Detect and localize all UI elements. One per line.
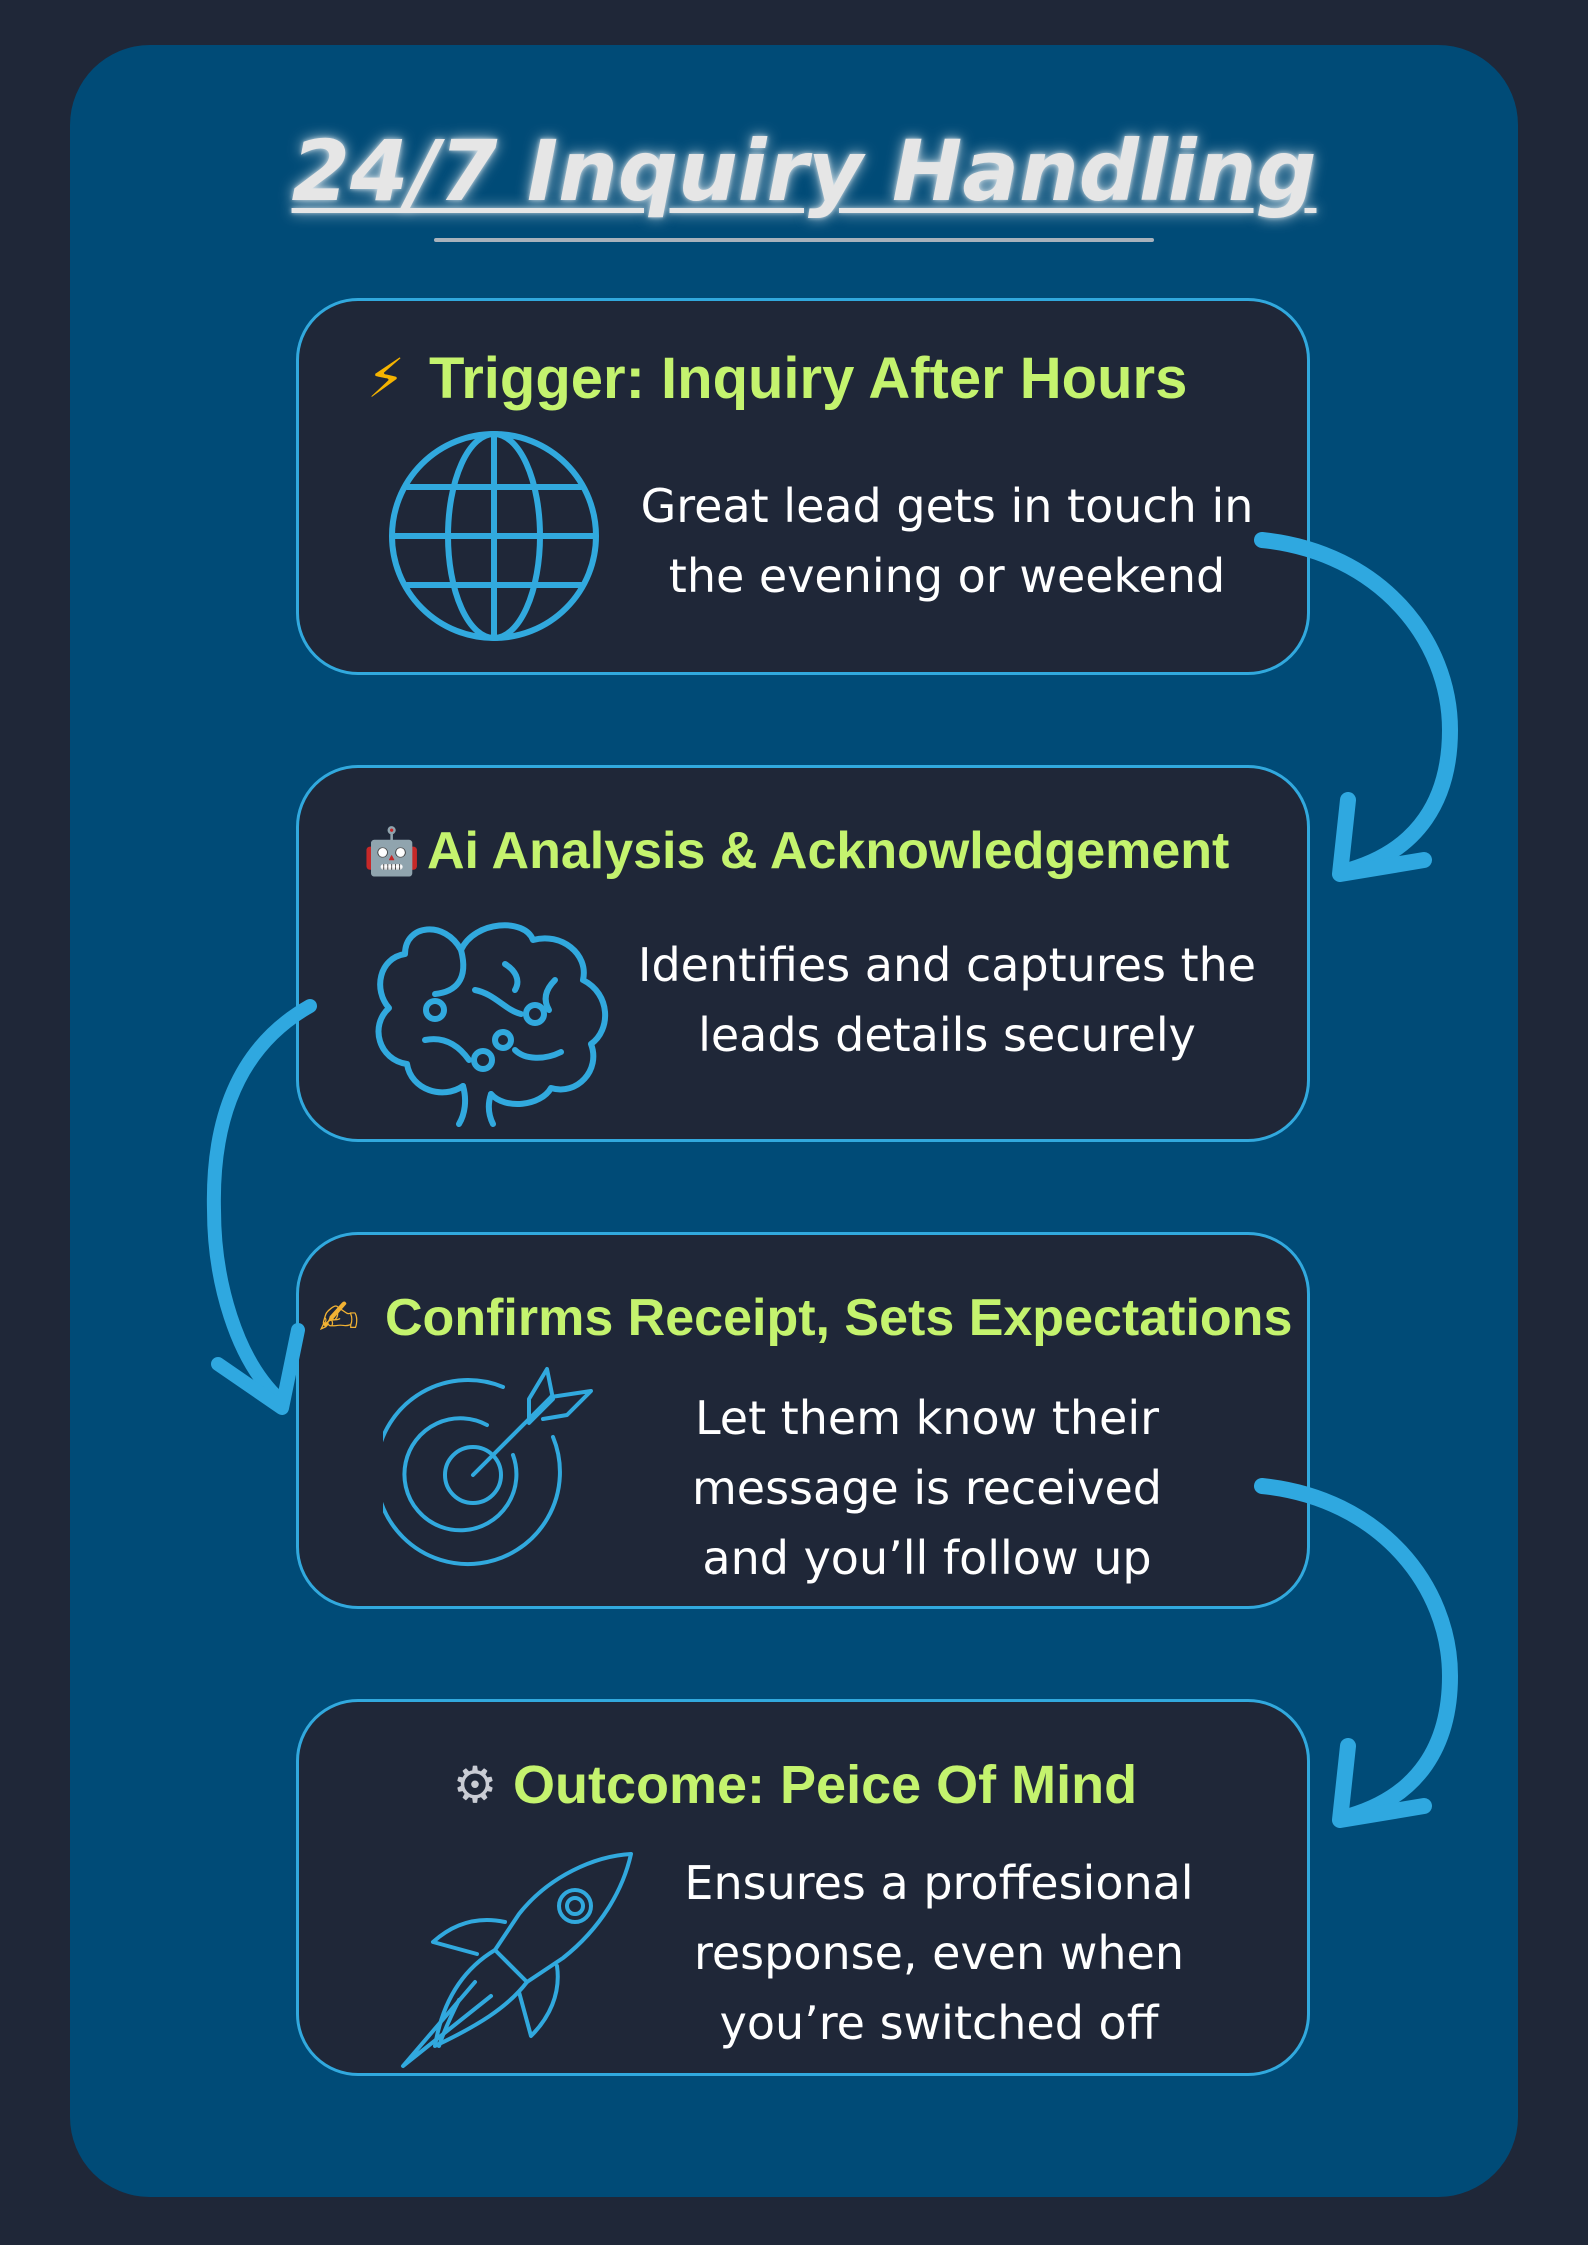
flow-arrow-1 [1254, 532, 1458, 878]
step-heading: ⚙ Outcome: Peice Of Mind [445, 1750, 1453, 1820]
step-heading: 🤖 Ai Analysis & Acknowledgement [363, 816, 1371, 886]
description-line: message is received [691, 1461, 1163, 1515]
robot-icon: 🤖 [363, 823, 421, 878]
description-line: Identifies and captures the [637, 938, 1257, 992]
step-card-trigger: ⚡ Trigger: Inquiry After Hours Great lea… [296, 298, 1310, 675]
step-card-outcome: ⚙ Outcome: Peice Of Mind Ensures a proff… [296, 1699, 1310, 2076]
description-line: the evening or weekend [668, 549, 1226, 603]
step-description: Let them know their message is received … [617, 1383, 1237, 1593]
description-line: and you’ll follow up [702, 1531, 1152, 1585]
writing-hand-icon: ✍ [318, 1290, 360, 1346]
flow-arrow-3 [1254, 1478, 1458, 1824]
description-line: response, even when [693, 1926, 1184, 1980]
step-heading: ⚡ Trigger: Inquiry After Hours [353, 343, 1361, 413]
step-heading-text: Ai Analysis & Acknowledgement [427, 822, 1230, 880]
gear-icon: ⚙ [452, 1756, 498, 1814]
step-card-confirms-receipt: ✍ Confirms Receipt, Sets Expectations Le… [296, 1232, 1310, 1609]
brain-icon [375, 922, 608, 1127]
step-heading: ✍ Confirms Receipt, Sets Expectations [307, 1283, 1315, 1353]
title-divider [434, 238, 1154, 242]
lightning-icon: ⚡ [367, 346, 405, 410]
step-heading-text: Outcome: Peice Of Mind [513, 1755, 1138, 1815]
description-line: Great lead gets in touch in [640, 479, 1254, 533]
description-line: Let them know their [694, 1391, 1160, 1445]
step-heading-text: Trigger: Inquiry After Hours [429, 345, 1188, 411]
description-line: Ensures a proffesional [684, 1856, 1194, 1910]
step-heading-text: Confirms Receipt, Sets Expectations [385, 1289, 1293, 1347]
step-description: Identifies and captures the leads detail… [617, 930, 1277, 1070]
description-line: you’re switched off [719, 1996, 1159, 2050]
target-icon [383, 1367, 593, 1567]
flow-arrow-3-head [1332, 1738, 1432, 1828]
rocket-icon [401, 1852, 633, 2068]
step-description: Ensures a proffesional response, even wh… [629, 1848, 1249, 2058]
step-description: Great lead gets in touch in the evening … [617, 471, 1277, 611]
description-line: leads details securely [698, 1008, 1196, 1062]
globe-icon [389, 431, 599, 641]
page-title: 24/7 Inquiry Handling [291, 122, 1317, 220]
flow-arrow-2-head [211, 1323, 305, 1415]
flow-arrow-2 [206, 999, 317, 1407]
flow-arrow-1-head [1332, 792, 1432, 882]
step-card-ai-analysis: 🤖 Ai Analysis & Acknowledgement Identifi… [296, 765, 1310, 1142]
